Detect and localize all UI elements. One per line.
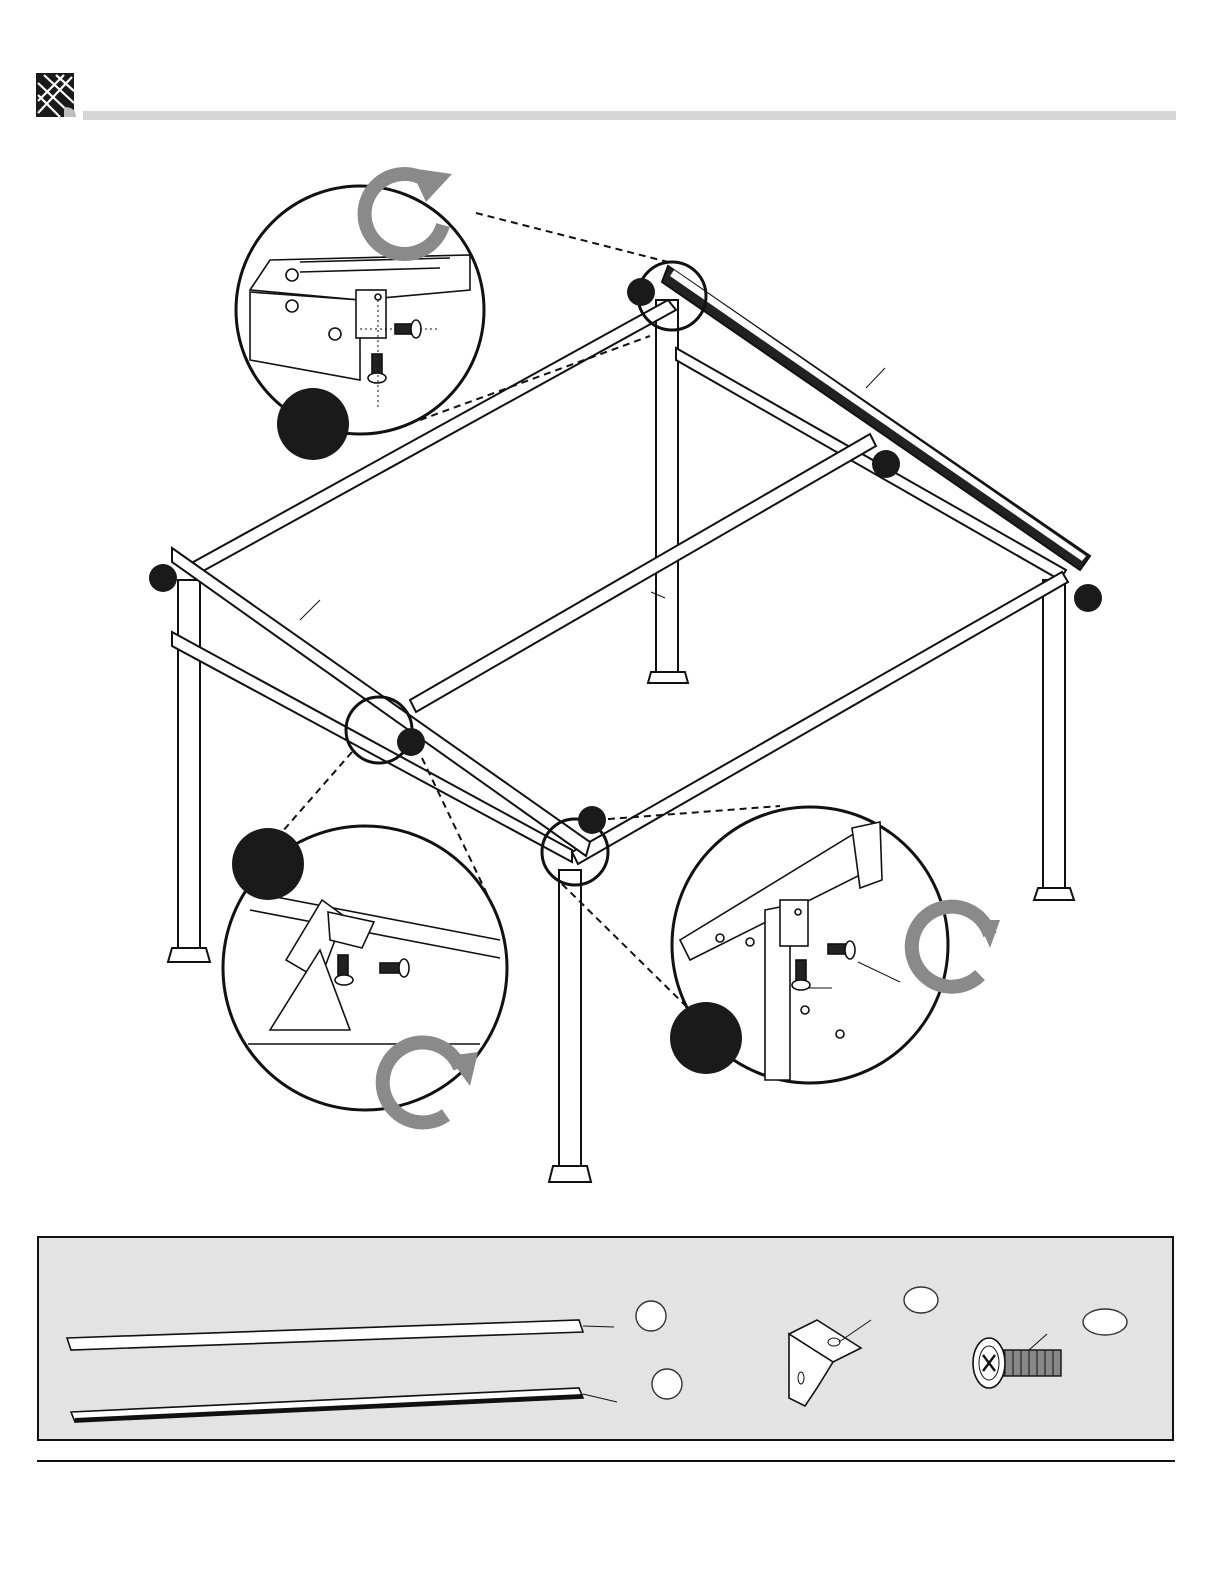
part-label-circle-1 [636,1301,666,1331]
front-post [559,870,581,1170]
detail-marker-1 [277,388,349,460]
left-post [178,580,200,952]
right-post [1043,580,1065,893]
detail-view-front [670,807,1000,1083]
part-label-circle-3 [904,1287,938,1313]
marker-b [872,450,900,478]
side-rail-icon [71,1369,682,1422]
front-post-foot [549,1166,591,1182]
l-bracket-icon [789,1287,938,1406]
bolt-icon [973,1309,1127,1388]
part-label-circle-4 [1083,1309,1127,1335]
marker-a [627,278,655,306]
footer-rule [37,1460,1175,1462]
rail-middle [410,434,876,712]
back-post [656,300,678,678]
part-label-circle-2 [652,1369,682,1399]
detail-view-middle [223,826,507,1122]
marker-e [397,728,425,756]
detail-view-top [236,168,484,460]
marker-f [578,806,606,834]
marker-c [149,564,177,592]
gazebo-frame-illustration [0,0,1225,1230]
back-post-foot [648,672,688,683]
detail-marker-3 [670,1002,742,1074]
top-rail-icon [67,1301,666,1350]
rail-left-top [172,548,590,856]
left-post-foot [168,948,210,962]
right-post-foot [1034,888,1074,900]
parts-panel [37,1236,1174,1441]
marker-d [1074,584,1102,612]
detail-marker-2 [232,828,304,900]
